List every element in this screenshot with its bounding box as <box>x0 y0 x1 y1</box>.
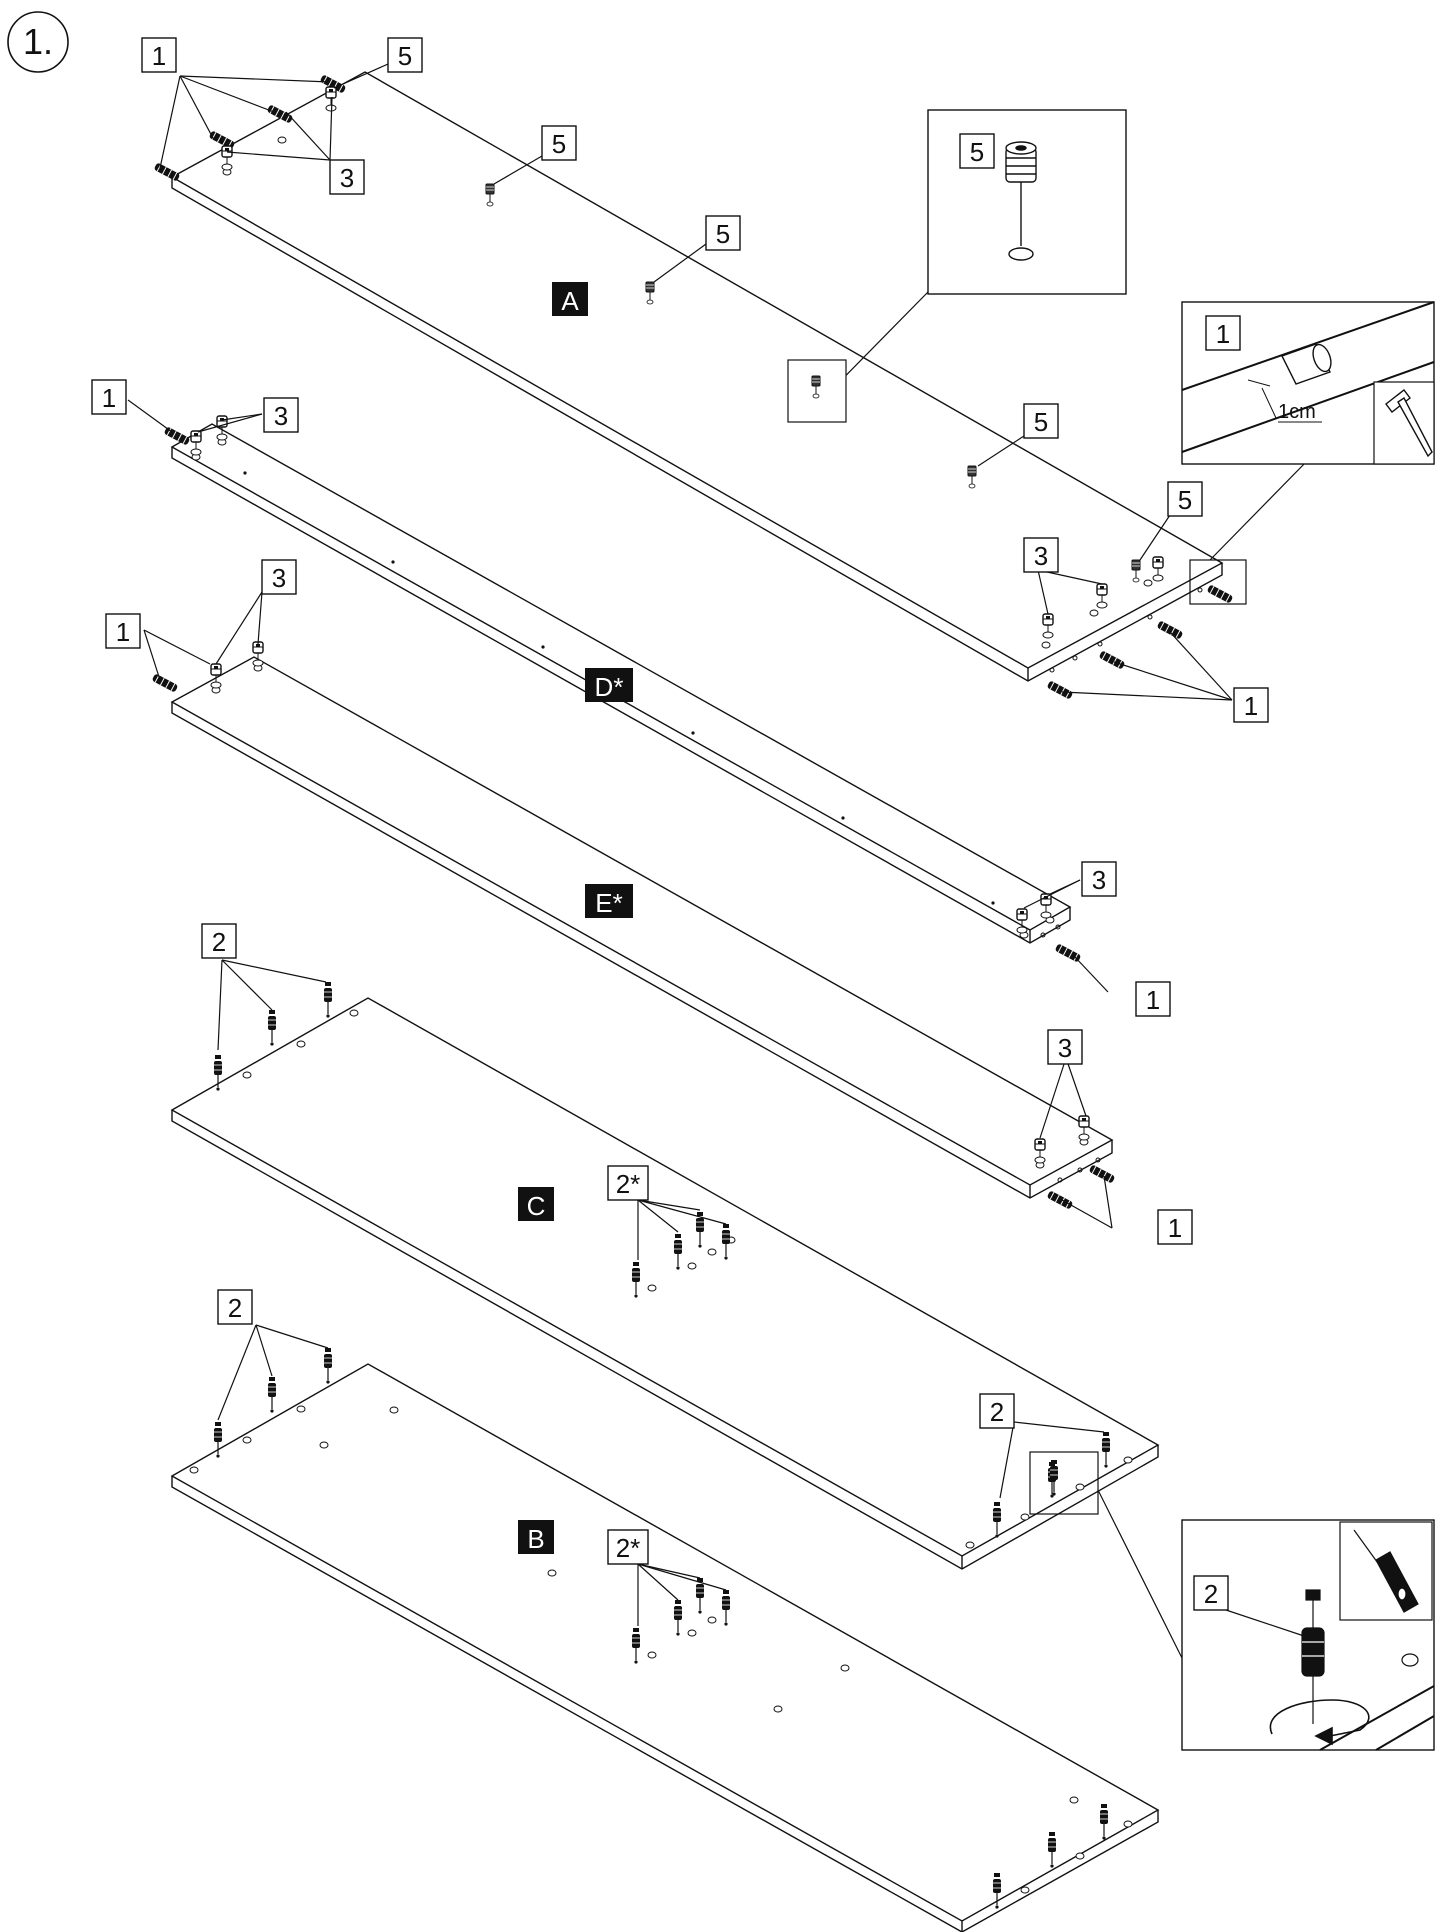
detail-bolt-label: 2 <box>1204 1579 1218 1609</box>
part-tag-label: 1 <box>102 383 116 413</box>
part-tag-3-d-right: 3 <box>1081 861 1117 897</box>
panel-tag-c: C <box>518 1187 554 1221</box>
part-tag-2-b: 2 <box>217 1289 253 1325</box>
part-tag-label: 1 <box>116 617 130 647</box>
part-tag-3-e: 3 <box>261 559 297 595</box>
part-tag-label: 3 <box>1034 541 1048 571</box>
detail-dowel-label: 1 <box>1216 319 1230 349</box>
hammer-icon <box>1385 389 1433 458</box>
panel-tag-e: E* <box>585 884 633 918</box>
part-tag-3-a-right: 3 <box>1023 537 1059 573</box>
bolt-icon <box>1301 1589 1325 1724</box>
part-tag-label: 3 <box>272 563 286 593</box>
part-tag-2s-b: 2* <box>607 1529 649 1565</box>
part-tag-3-top: 3 <box>329 159 365 195</box>
part-tag-label: 1 <box>1146 985 1160 1015</box>
magnify-box-bolt <box>1029 1451 1099 1515</box>
part-tag-label: 1 <box>152 41 166 71</box>
panel-tag-b: B <box>518 1520 554 1554</box>
part-tag-label: 5 <box>1034 407 1048 437</box>
panel-tag-a-label: A <box>561 286 579 316</box>
step-number-label: 1. <box>23 21 53 62</box>
part-tag-3-e-right: 3 <box>1047 1029 1083 1065</box>
panel-b <box>170 1363 1160 1932</box>
part-tag-label: 5 <box>1178 485 1192 515</box>
part-tag-5-a: 5 <box>541 125 577 161</box>
part-tag-1-e: 1 <box>105 613 141 649</box>
insert-icon <box>1005 141 1037 261</box>
dowel-icon <box>1281 343 1332 385</box>
part-tag-label: 3 <box>340 163 354 193</box>
magnify-box-dowel <box>1189 559 1247 605</box>
part-tag-label: 2* <box>616 1169 641 1199</box>
part-tag-label: 5 <box>716 219 730 249</box>
part-tag-label: 5 <box>398 41 412 71</box>
leader-lines <box>127 55 1309 1659</box>
part-tag-2-c-right: 2 <box>979 1393 1015 1429</box>
part-tag-label: 1 <box>1168 1213 1182 1243</box>
panel-tag-e-label: E* <box>595 888 622 918</box>
part-tag-1-d: 1 <box>91 379 127 415</box>
panel-a <box>170 71 1224 682</box>
part-tag-1-top: 1 <box>141 37 177 73</box>
detail-insert-label: 5 <box>970 137 984 167</box>
part-tag-2-c: 2 <box>201 923 237 959</box>
detail-insert: 5 <box>927 109 1127 295</box>
part-tag-1-a-right: 1 <box>1233 687 1269 723</box>
part-tag-label: 2 <box>212 927 226 957</box>
part-tag-label: 2* <box>616 1533 641 1563</box>
panel-tag-c-label: C <box>527 1191 546 1221</box>
dowel-depth-label: 1cm <box>1278 401 1316 423</box>
part-tag-3-d: 3 <box>263 397 299 433</box>
part-tag-label: 3 <box>1058 1033 1072 1063</box>
screwdriver-icon <box>1353 1529 1419 1613</box>
panel-e <box>170 656 1114 1199</box>
part-tag-label: 2 <box>228 1293 242 1323</box>
panel-d-holes <box>191 438 1061 939</box>
part-tag-label: 3 <box>274 401 288 431</box>
part-tag-5-d: 5 <box>1167 481 1203 517</box>
part-tag-5-c: 5 <box>1023 403 1059 439</box>
part-tag-label: 3 <box>1092 865 1106 895</box>
part-tag-label: 5 <box>552 129 566 159</box>
panel-tag-b-label: B <box>527 1524 544 1554</box>
part-tag-1-e-right: 1 <box>1157 1209 1193 1245</box>
part-tag-2s-c: 2* <box>607 1165 649 1201</box>
part-tag-label: 2 <box>990 1397 1004 1427</box>
panel-c <box>170 997 1160 1570</box>
detail-bolt: 2 <box>1181 1519 1435 1751</box>
magnify-box-insert <box>787 359 847 423</box>
panel-tag-d: D* <box>585 668 633 702</box>
panel-a-holes <box>222 136 1203 673</box>
part-tag-label: 1 <box>1244 691 1258 721</box>
panel-tag-d-label: D* <box>595 672 624 702</box>
part-tag-1-d-right: 1 <box>1135 981 1171 1017</box>
detail-dowel: 1 1cm <box>1181 301 1435 465</box>
rotate-arrow-icon <box>1269 1699 1370 1746</box>
part-tag-5-b: 5 <box>705 215 741 251</box>
panel-e-holes <box>211 664 1101 1183</box>
panel-tag-a: A <box>552 282 588 316</box>
part-tag-5-top: 5 <box>387 37 423 73</box>
step-number: 1. <box>7 11 69 73</box>
